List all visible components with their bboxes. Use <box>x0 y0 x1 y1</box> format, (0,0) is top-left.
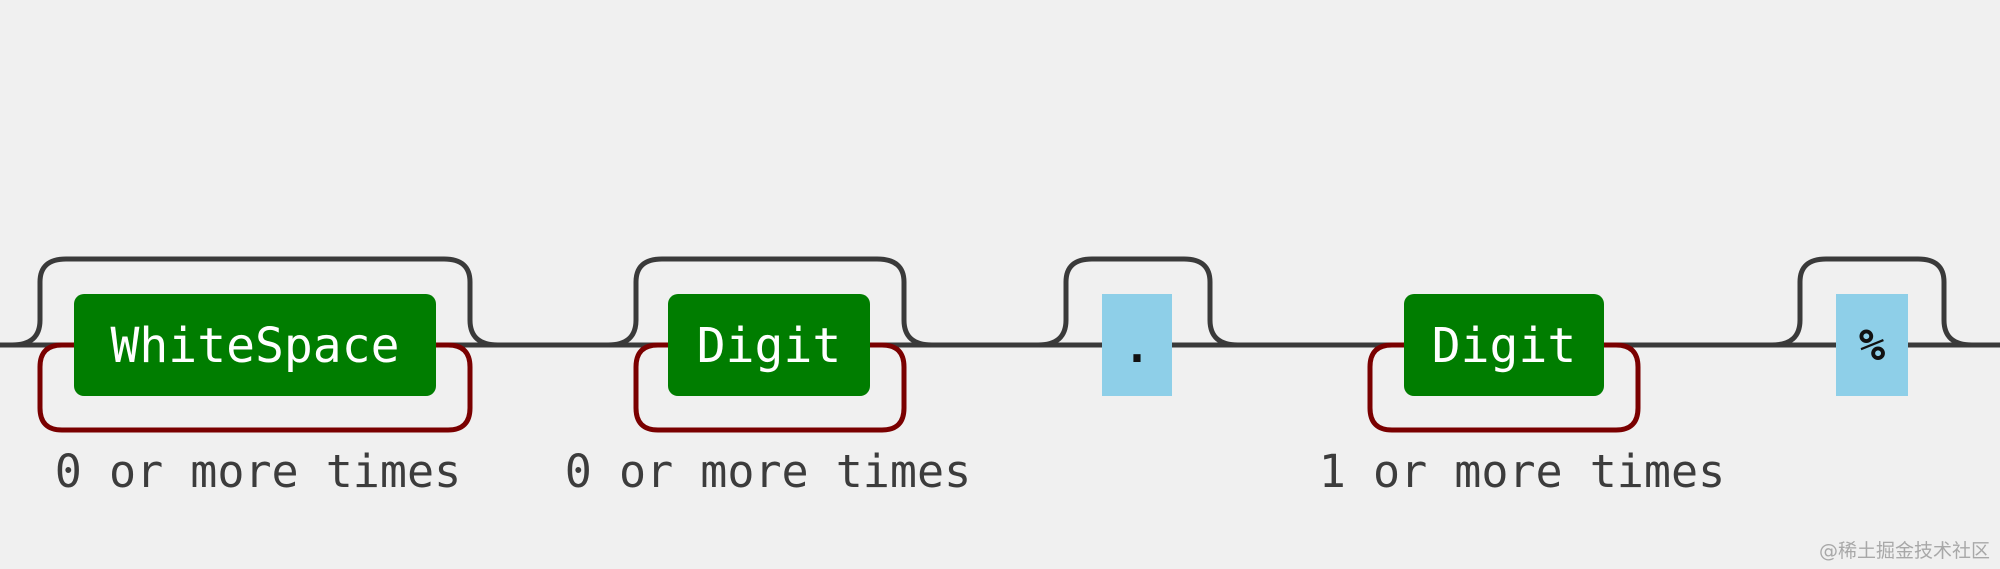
digit-1-skip-path <box>605 256 935 348</box>
dot-skip-path <box>1035 256 1241 348</box>
dot-label: . <box>1124 322 1151 373</box>
digit-2-label: Digit <box>1432 318 1577 374</box>
digit-2-repeat-loop <box>1367 342 1641 433</box>
whitespace-box <box>74 294 436 396</box>
percent-skip-path <box>1769 256 1975 348</box>
digit-1-repeat-loop <box>633 342 907 433</box>
dot-box <box>1102 294 1172 396</box>
whitespace-skip-path <box>9 256 501 348</box>
whitespace-repeat-loop <box>37 342 473 433</box>
digit-2-repeat-label: 1 or more times <box>1319 445 1725 498</box>
digit-1-box <box>668 294 870 396</box>
digit-1-label: Digit <box>697 318 842 374</box>
digit-2-box <box>1404 294 1604 396</box>
whitespace-repeat-label: 0 or more times <box>55 445 461 498</box>
watermark: @稀土掘金技术社区 <box>1819 540 1990 562</box>
percent-label: % <box>1859 320 1886 371</box>
digit-1-repeat-label: 0 or more times <box>565 445 971 498</box>
percent-box <box>1836 294 1908 396</box>
whitespace-label: WhiteSpace <box>111 318 400 374</box>
